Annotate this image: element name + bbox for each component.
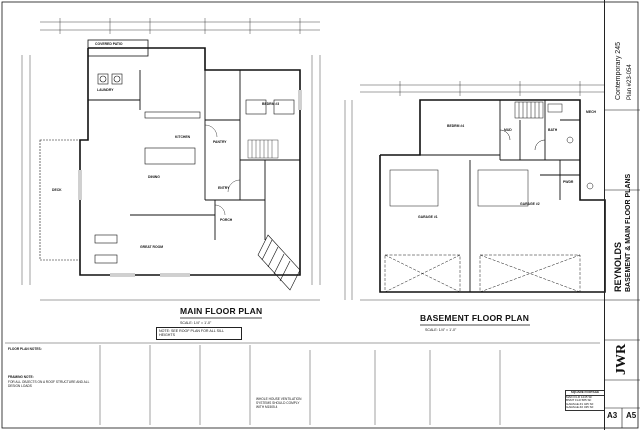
square-footage-row: MAIN FLR 1245 SF bbox=[566, 394, 593, 399]
room-label-bedroom-3: BEDRM #3 bbox=[262, 102, 280, 106]
framing-note-text: FOR ALL OBJECTS ON A ROOF STRUCTURE AND … bbox=[8, 380, 90, 388]
title-block: Contemporary 245 Plan #23-054 REYNOLDS B… bbox=[604, 0, 640, 430]
framing-note-heading: FRAMING NOTE: bbox=[8, 375, 34, 379]
square-footage-row: GARAGE #2 435 SF bbox=[566, 405, 594, 410]
sheet-number: A3 bbox=[607, 411, 618, 420]
room-label-entry: ENTRY bbox=[218, 186, 230, 190]
title-block-client: REYNOLDS bbox=[613, 241, 623, 292]
room-label-bath: BATH bbox=[548, 128, 558, 132]
square-footage-row: GARAGE #1 425 SF bbox=[566, 401, 594, 406]
square-footage-row: BSMT FLR 585 SF bbox=[566, 398, 592, 403]
sheet-total: A5 bbox=[626, 411, 637, 420]
square-footage-heading: SQUARE FOOTAGE bbox=[566, 390, 604, 396]
room-label-mech: MECH bbox=[586, 110, 596, 114]
room-label-pantry: PANTRY bbox=[213, 140, 227, 144]
room-label-covered-patio: COVERED PATIO bbox=[95, 42, 123, 46]
basement-floor-plan-title: BASEMENT FLOOR PLAN bbox=[420, 313, 530, 323]
room-label-great-room: GREAT ROOM bbox=[140, 245, 164, 249]
room-label-deck: DECK bbox=[52, 188, 62, 192]
basement-floor-plan-scale: SCALE: 1/4" = 1'-0" bbox=[425, 328, 457, 332]
square-footage-table: SQUARE FOOTAGE MAIN FLR 1245 SF BSMT FLR… bbox=[565, 390, 605, 411]
room-label-dining: DINING bbox=[148, 175, 160, 179]
room-label-porch: PORCH bbox=[220, 218, 233, 222]
room-label-kitchen: KITCHEN bbox=[175, 135, 191, 139]
title-block-project: Contemporary 245 bbox=[615, 42, 622, 100]
ventilation-note: WHOLE HOUSE VENTILATION SYSTEMS SHOULD C… bbox=[256, 397, 302, 409]
main-floor-plan-scale: SCALE: 1/4" = 1'-0" bbox=[180, 321, 212, 325]
room-label-garage-2: GARAGE #2 bbox=[520, 202, 540, 206]
title-block-sheet-title: BASEMENT & MAIN FLOOR PLANS bbox=[625, 173, 632, 292]
room-label-laundry: LAUNDRY bbox=[97, 88, 114, 92]
roof-plan-note: NOTE: SEE ROOF PLAN FOR ALL SILL HEIGHTS bbox=[156, 327, 242, 340]
title-block-plan-number: Plan #23-054 bbox=[627, 64, 633, 100]
main-floor-plan-title: MAIN FLOOR PLAN bbox=[180, 306, 263, 316]
room-label-garage-1: GARAGE #1 bbox=[418, 215, 438, 219]
room-label-bedroom-4: BEDRM #4 bbox=[447, 124, 465, 128]
firm-logo: JWR bbox=[614, 343, 629, 375]
floor-plan-notes-heading: FLOOR PLAN NOTES: bbox=[8, 347, 42, 351]
room-label-pwdr: PWDR bbox=[563, 180, 574, 184]
room-label-mud: MUD bbox=[504, 128, 512, 132]
